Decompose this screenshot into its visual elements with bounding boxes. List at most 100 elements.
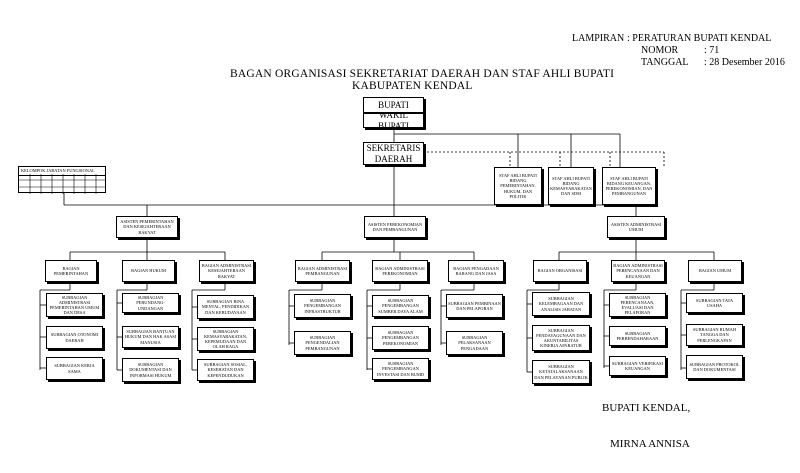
asisten-administrasi-umum-box: ASISTEN ADMINISTRASI UMUM xyxy=(607,216,665,238)
subbagian-label: SUBBAGIAN PELAKSANAAN PENGADAAN xyxy=(458,335,491,351)
subbagian-label: SUBBAGIAN PENDAYAGUNAAN DAN AKUNTABILITA… xyxy=(536,327,586,349)
subbagian-box: SUBBAGIAN PENGEMBANGAN INFRASTRUKTUR xyxy=(294,294,351,318)
subbagian-box: SUBBAGIAN PERUNDANG-UNDANGAN xyxy=(122,293,179,313)
bagian-kesra-box: BAGIAN ADMINISTRASI KESEJAHTERAAN RAKYAT xyxy=(199,260,254,282)
subbagian-box: SUBBAGIAN PENDAYAGUNAAN DAN AKUNTABILITA… xyxy=(532,325,590,351)
sekda-label-line2: DAERAH xyxy=(374,153,413,164)
bagian-organisasi-box: BAGIAN ORGANISASI xyxy=(533,260,587,282)
subbagian-box: SUBBAGIAN PEMBINAAN DAN PELAPORAN xyxy=(446,294,503,318)
kelompok-jabatan-fungsional-label: KELOMPOK JABATAN FUNGSIONAL xyxy=(19,167,105,176)
subbagian-box: SUBBAGIAN PROTOKOL DAN DOKUMENTASI xyxy=(686,355,743,379)
subbagian-label: SUBBAGIAN OTONOMI DAERAH xyxy=(50,332,99,343)
bagian-umum-box: BAGIAN UMUM xyxy=(688,260,742,282)
subbagian-label: SUBBAGIAN PENGENDALIAN PEMBANGUNAN xyxy=(305,335,340,351)
signature-title: BUPATI KENDAL, xyxy=(602,402,691,414)
bagian-label: BAGIAN HUKUM xyxy=(131,268,166,274)
bagian-perencanaan-keuangan-box: BAGIAN ADMINISTRASI PERENCANAAN DAN KEUA… xyxy=(611,260,665,282)
subbagian-label: SUBBAGIAN PERUNDANG-UNDANGAN xyxy=(136,295,165,311)
subbagian-label: SUBBAGIAN DOKUMENTASI DAN INFORMASI HUKU… xyxy=(129,362,172,378)
subbagian-label: SUBBAGIAN PROTOKOL DAN DOKUMENTASI xyxy=(689,361,740,372)
subbagian-label: SUBBAGIAN PENGEMBANGAN INVESTASI DAN BUM… xyxy=(376,361,425,377)
subbagian-box: SUBBAGIAN OTONOMI DAERAH xyxy=(46,326,103,349)
staf-ahli-label: STAF AHLI BUPATI BIDANG PEMERINTAHAN, HU… xyxy=(499,173,537,199)
asisten-label: ASISTEN PEMERINTAHAN DAN KESEJAHTERAAN R… xyxy=(120,219,174,235)
subbagian-box: SUBBAGIAN SOSIAL, KESEHATAN DAN KEPENDUD… xyxy=(197,359,254,381)
subbagian-box: SUBBAGIAN BINA MENTAL, PENDIDIKAN DAN KE… xyxy=(197,295,254,319)
subbagian-label: SUBBAGIAN PENGEMBANGAN PEREKONOMIAN xyxy=(382,330,419,346)
subbagian-label: SUBBAGIAN KERJA SAMA xyxy=(54,363,95,374)
subbagian-box: SUBBAGIAN KETATALAKSANAAN DAN PELAYANAN … xyxy=(532,360,590,384)
subbagian-label: SUBBAGIAN PERBENDAHARAAN xyxy=(616,330,659,341)
subbagian-box: SUBBAGIAN KEMASYARAKATAN, KEPEMUDAAN DAN… xyxy=(197,327,254,351)
subbagian-box: SUBBAGIAN VERIFIKASI KEUANGAN xyxy=(609,356,666,376)
lampiran-value: : PERATURAN BUPATI KENDAL xyxy=(627,33,772,44)
subbagian-label: SUBBAGIAN BINA MENTAL, PENDIDIKAN DAN KE… xyxy=(201,299,250,315)
subbagian-box: SUBBAGIAN DOKUMENTASI DAN INFORMASI HUKU… xyxy=(122,358,179,382)
tanggal-value: : 28 Desember 2016 xyxy=(704,57,785,68)
wakil-bupati-label: WAKIL BUPATI xyxy=(378,113,409,128)
asisten-perekonomian-box: ASISTEN PEREKONOMIAN DAN PEMBANGUNAN xyxy=(364,216,426,238)
staf-ahli-label: STAF AHLI BUPATI BIDANG KEMASYARAKATAN D… xyxy=(550,175,592,197)
subbagian-box: SUBBAGIAN ADMINISTRASI PEMERINTAHAN UMUM… xyxy=(46,293,103,317)
bagian-label: BAGIAN UMUM xyxy=(698,268,732,274)
subbagian-label: SUBBAGIAN RUMAH TANGGA DAN PERLENGKAPAN xyxy=(692,327,737,343)
sekda-box: SEKRETARIS DAERAH xyxy=(363,142,424,165)
subbagian-box: SUBBAGIAN KELEMBAGAAN DAN ANALISIS JABAT… xyxy=(532,292,590,316)
subbagian-label: SUBBAGIAN KELEMBAGAAN DAN ANALISIS JABAT… xyxy=(538,296,584,312)
staf-ahli-pemerintahan-box: STAF AHLI BUPATI BIDANG PEMERINTAHAN, HU… xyxy=(494,167,542,205)
fungsional-grid xyxy=(19,174,105,194)
asisten-label: ASISTEN PEREKONOMIAN DAN PEMBANGUNAN xyxy=(367,221,423,232)
bagian-hukum-box: BAGIAN HUKUM xyxy=(122,260,175,282)
subbagian-label: SUBBAGIAN PENGEMBANGAN SUMBER DAYA ALAM xyxy=(378,298,423,314)
asisten-label: ASISTEN ADMINISTRASI UMUM xyxy=(610,221,662,232)
subbagian-label: SUBBAGIAN KETATALAKSANAAN DAN PELAYANAN … xyxy=(534,364,588,380)
bagian-pemerintahan-box: BAGIAN PEMERINTAHAN xyxy=(45,260,97,282)
subbagian-box: SUBBAGIAN PELAKSANAAN PENGADAAN xyxy=(446,331,503,355)
subbagian-box: SUBBAGIAN PENGEMBANGAN SUMBER DAYA ALAM xyxy=(372,295,429,317)
bagian-label: BAGIAN ADMINISTRASI PEMBANGUNAN xyxy=(297,265,348,276)
chart-title-line1: BAGAN ORGANISASI SEKRETARIAT DAERAH DAN … xyxy=(230,68,615,80)
subbagian-label: SUBBAGIAN TATA USAHA xyxy=(695,297,734,308)
bupati-box: BUPATI xyxy=(363,97,424,113)
subbagian-label: SUBBAGIAN PERENCANAAN, EVALUASI DAN PELA… xyxy=(620,294,655,316)
subbagian-box: SUBBAGIAN BANTUAN HUKUM DAN HAK ASASI MA… xyxy=(122,326,179,348)
kelompok-jabatan-fungsional-box: KELOMPOK JABATAN FUNGSIONAL xyxy=(18,166,106,194)
subbagian-label: SUBBAGIAN SOSIAL, KESEHATAN DAN KEPENDUD… xyxy=(203,362,248,378)
bagian-label: BAGIAN ADMINISTRASI KESEJAHTERAAN RAKYAT xyxy=(201,263,252,279)
bagian-pengadaan-box: BAGIAN PENGADAAN BARANG DAN JASA xyxy=(448,260,504,282)
bagian-administrasi-pembangunan-box: BAGIAN ADMINISTRASI PEMBANGUNAN xyxy=(295,260,350,282)
asisten-pemerintahan-box: ASISTEN PEMERINTAHAN DAN KESEJAHTERAAN R… xyxy=(116,216,178,238)
signature-name: MIRNA ANNISA xyxy=(610,438,690,450)
sekda-label-line1: SEKRETARIS xyxy=(366,143,421,154)
subbagian-label: SUBBAGIAN KEMASYARAKATAN, KEPEMUDAAN DAN… xyxy=(204,328,247,350)
subbagian-box: SUBBAGIAN PENGEMBANGAN PEREKONOMIAN xyxy=(372,326,429,350)
subbagian-box: SUBBAGIAN PENGEMBANGAN INVESTASI DAN BUM… xyxy=(372,358,429,380)
bagian-label: BAGIAN ADMINISTRASI PEREKONOMIAN xyxy=(375,265,425,276)
subbagian-label: SUBBAGIAN BANTUAN HUKUM DAN HAK ASASI MA… xyxy=(124,329,177,345)
staf-ahli-kemasyarakatan-box: STAF AHLI BUPATI BIDANG KEMASYARAKATAN D… xyxy=(548,167,594,205)
staf-ahli-keuangan-box: STAF AHLI BUPATI BIDANG KEUANGAN, PEREKO… xyxy=(602,167,656,205)
subbagian-label: SUBBAGIAN PEMBINAAN DAN PELAPORAN xyxy=(448,300,501,311)
subbagian-box: SUBBAGIAN KERJA SAMA xyxy=(46,357,103,380)
subbagian-box: SUBBAGIAN PERENCANAAN, EVALUASI DAN PELA… xyxy=(609,293,666,317)
bupati-label: BUPATI xyxy=(378,99,409,110)
subbagian-label: SUBBAGIAN ADMINISTRASI PEMERINTAHAN UMUM… xyxy=(49,294,100,316)
subbagian-label: SUBBAGIAN PENGEMBANGAN INFRASTRUKTUR xyxy=(304,298,341,314)
bagian-label: BAGIAN PENGADAAN BARANG DAN JASA xyxy=(453,265,499,276)
subbagian-label: SUBBAGIAN VERIFIKASI KEUANGAN xyxy=(611,360,664,371)
bagian-administrasi-perekonomian-box: BAGIAN ADMINISTRASI PEREKONOMIAN xyxy=(372,260,428,282)
subbagian-box: SUBBAGIAN RUMAH TANGGA DAN PERLENGKAPAN xyxy=(686,324,743,346)
bagian-label: BAGIAN PEMERINTAHAN xyxy=(53,265,89,276)
subbagian-box: SUBBAGIAN PENGENDALIAN PEMBANGUNAN xyxy=(294,331,351,355)
subbagian-box: SUBBAGIAN PERBENDAHARAAN xyxy=(609,326,666,346)
subbagian-box: SUBBAGIAN TATA USAHA xyxy=(686,293,743,313)
nomor-label: NOMOR xyxy=(641,45,679,56)
wakil-bupati-box: WAKIL BUPATI xyxy=(363,113,424,128)
bagian-label: BAGIAN ORGANISASI xyxy=(537,268,583,274)
bagian-label: BAGIAN ADMINISTRASI PERENCANAAN DAN KEUA… xyxy=(613,263,663,279)
tanggal-label: TANGGAL xyxy=(641,57,689,68)
lampiran-label: LAMPIRAN xyxy=(572,33,625,44)
chart-title-line2: KABUPATEN KENDAL xyxy=(352,80,473,92)
staf-ahli-label: STAF AHLI BUPATI BIDANG KEUANGAN, PEREKO… xyxy=(605,175,653,197)
